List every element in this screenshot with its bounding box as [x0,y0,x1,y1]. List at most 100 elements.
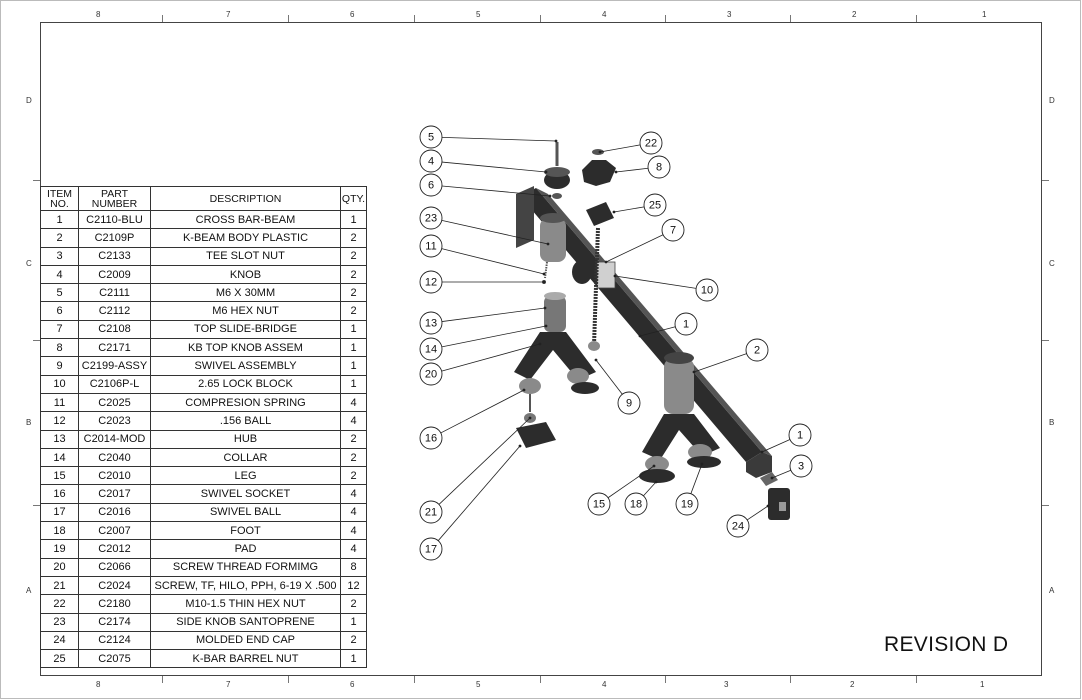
balloon-circle [624,492,648,516]
leader-dot [692,370,696,374]
leader-line [595,359,623,395]
leader-dot [528,416,532,420]
item-balloon: 21 [419,500,443,524]
bom-cell-item: 21 [40,575,79,596]
leader-dot [638,334,642,338]
knob-top [544,167,570,177]
leader-line [441,185,551,197]
bom-cell-description: MOLDED END CAP [150,630,341,651]
zone-top-7: 7 [226,10,231,19]
balloon-circle [726,514,750,538]
hub-left-top [544,292,566,300]
border-tick [162,676,163,683]
bom-cell-item: 23 [40,612,79,632]
k-beam-body-right [664,358,694,414]
balloon-number: 6 [428,180,434,192]
leader-line [746,505,769,521]
zone-bottom-5: 5 [476,680,481,689]
border-tick [540,15,541,22]
border-tick [288,15,289,22]
bom-header-description: DESCRIPTION [150,186,341,211]
hub-left [544,296,566,332]
balloon-number: 22 [645,138,657,150]
leader-dot [544,324,548,328]
leader-line [441,343,541,372]
balloon-circle [647,155,671,179]
balloon-circle [617,391,641,415]
leader-line [441,161,547,173]
balloon-number: 2 [754,345,760,357]
beam-upper-end [516,186,534,248]
leader-line [643,481,657,497]
leader-line [605,234,664,263]
leader-dot [554,139,558,143]
bom-cell-part: C2075 [78,649,151,669]
cross-bar-beam [520,188,762,462]
item-balloon: 10 [695,278,719,302]
balloon-number: 1 [797,430,803,442]
item-balloon: 4 [419,149,443,173]
item-balloon: 13 [419,311,443,335]
leader-line [693,353,747,373]
balloon-number: 7 [670,225,676,237]
balloon-number: 13 [425,318,437,330]
bom-cell-item: 13 [40,429,79,449]
threaded-rod [592,227,600,346]
bom-cell-part: C2024 [78,575,151,596]
item-balloon: 23 [419,206,443,230]
bom-cell-qty: 2 [340,283,367,303]
balloon-circle [745,338,769,362]
bom-cell-qty: 1 [340,612,367,632]
bom-cell-item: 15 [40,466,79,486]
bom-cell-part: C2012 [78,539,151,559]
bom-cell-description: .156 BALL [150,411,341,431]
tee-slot-nut [760,472,778,486]
border-tick [540,676,541,683]
balloon-number: 5 [428,132,434,144]
leg-left [514,332,596,380]
bom-header-item-line1: ITEM [46,187,73,200]
zone-right-B: B [1049,418,1055,427]
balloon-number: 19 [681,499,693,511]
balloon-circle [661,218,685,242]
leader-dot [770,476,774,480]
item-balloon: 12 [419,270,443,294]
leader-line [614,275,697,289]
bom-cell-item: 17 [40,502,79,523]
leader-dot [614,170,618,174]
bom-cell-part: C2016 [78,502,151,523]
bom-header-item-line2: NO. [50,197,69,210]
border-tick [790,15,791,22]
zone-top-1: 1 [982,10,987,19]
leader-line [690,463,703,494]
end-cap-detail [779,502,786,511]
border-tick [1042,180,1049,181]
zone-left-B: B [26,418,32,427]
m6-hex-nut [552,193,562,199]
balloon-number: 14 [425,344,437,356]
balloon-circle [419,173,443,197]
top-slide-bridge [596,261,616,289]
item-balloon: 16 [419,426,443,450]
leader-dot [518,444,522,448]
leader-dot [654,480,658,484]
leader-line [441,325,547,348]
leader-dot [548,194,552,198]
side-knob [572,260,592,284]
swivel-socket-left-b [567,368,589,384]
zone-top-3: 3 [727,10,732,19]
border-tick [414,676,415,683]
balloon-circle [675,492,699,516]
balloon-number: 20 [425,369,437,381]
